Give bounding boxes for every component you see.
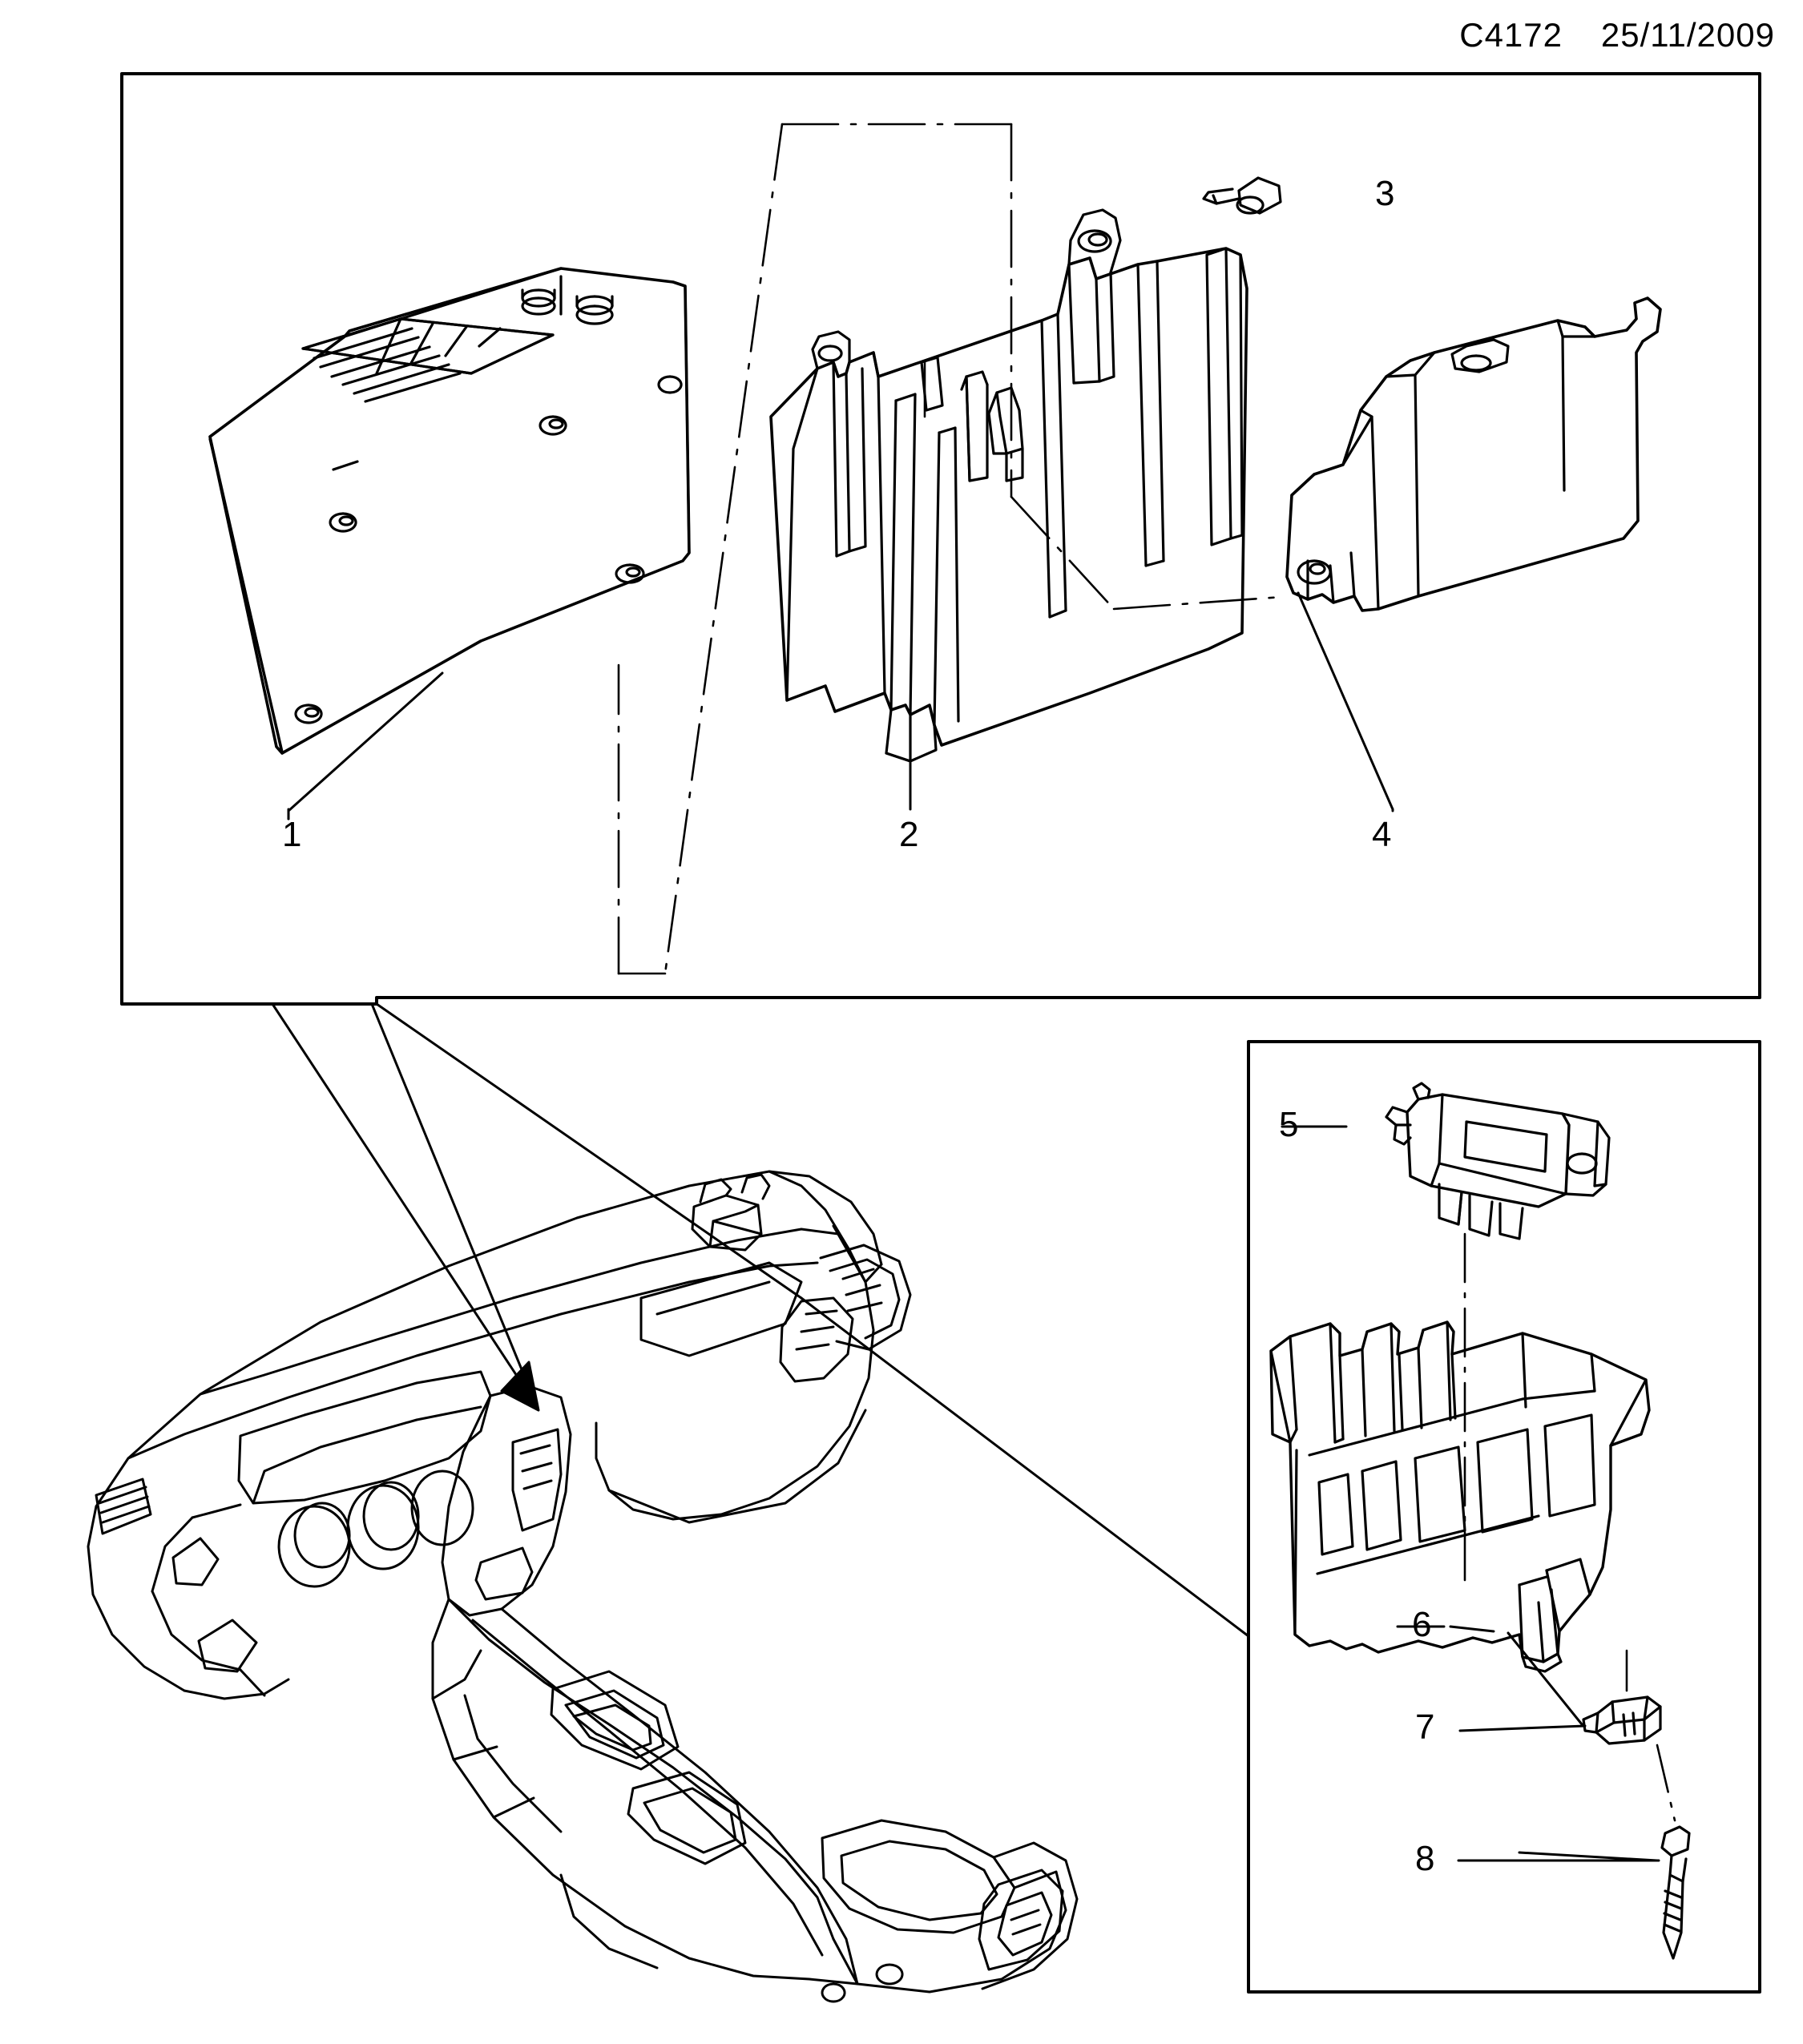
callout-label-5: 5 [1279,1105,1299,1144]
part-8-retaining-screw [1660,1825,1691,1960]
callout-label-1: 1 [282,815,302,854]
callout-label-7: 7 [1415,1707,1435,1747]
part-1-control-module [208,267,691,755]
part-7-retaining-clip [1582,1695,1662,1745]
part-2-module-bracket [769,208,1248,763]
vehicle-interior-view [87,1170,1079,2003]
drawing-code-label: C4172 [1459,16,1563,54]
assembly-centre-lines [617,123,1284,975]
callout-leader-lines [287,591,1659,1862]
assembly-location-arrows [271,1002,1250,1638]
drawing-date-label: 25/11/2009 [1600,16,1775,54]
callout-leader-lines-extra [1396,1625,1660,1862]
part-6-sensor-bracket [1269,1320,1651,1673]
callout-label-3: 3 [1375,174,1395,213]
part-3-bracket-screw [1202,176,1282,215]
part-5-sensor-unit [1385,1082,1611,1240]
exploded-assembly-panel-border [120,72,1761,1006]
callout-label-6: 6 [1412,1605,1432,1644]
part-4-secondary-module [1285,296,1662,612]
callout-label-8: 8 [1415,1839,1435,1878]
callout-label-2: 2 [899,815,919,854]
callout-label-4: 4 [1372,815,1392,854]
detail-centre-lines [1463,1232,1676,1822]
detail-panel-border [1247,1040,1761,1994]
